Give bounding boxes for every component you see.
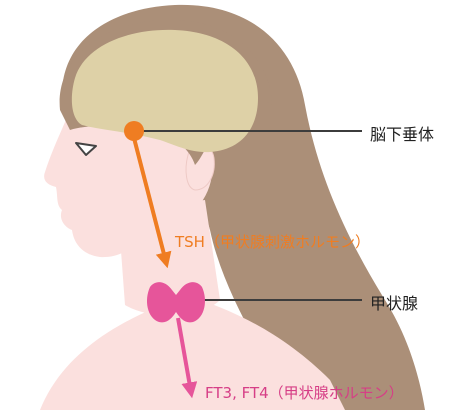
thyroid-hormone-label: FT3, FT4（甲状腺ホルモン） [205,382,404,403]
pituitary-gland [124,121,144,141]
tsh-label: TSH（甲状腺刺激ホルモン） [175,231,370,252]
pituitary-label: 脳下垂体 [370,121,434,145]
thyroid-label: 甲状腺 [370,290,418,314]
